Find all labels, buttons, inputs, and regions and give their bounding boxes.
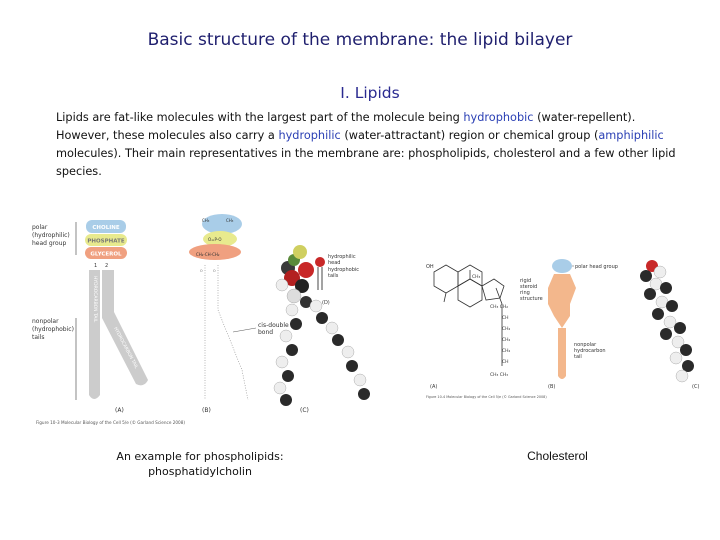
svg-text:CH₃: CH₃: [472, 274, 481, 280]
cholesterol-caption: Cholesterol: [527, 449, 588, 463]
steroid-formula: [433, 264, 505, 366]
nonpolar-label-3: tail: [574, 354, 582, 360]
nonpolar-label-2: (hydrophobic): [32, 326, 74, 333]
steroid-ring-shape: [548, 274, 576, 328]
page-title: Basic structure of the membrane: the lip…: [147, 30, 573, 50]
nonpolar-label-2: hydrocarbon: [574, 348, 606, 354]
panel-a-label: (A): [115, 407, 124, 414]
svg-text:CH₂: CH₂: [502, 326, 511, 332]
figure-right-credit: Figure 10-4 Molecular Biology of the Cel…: [426, 395, 547, 399]
cholesterol-figure: OH CH₃ CH₃ CH₂ CH CH₂ CH₂ CH₂ CH CH₃ CH₃…: [426, 259, 699, 399]
tail-1-label: HYDROCARBON TAIL: [92, 276, 98, 323]
phosphate-box: [85, 234, 127, 246]
rigid-label-1: rigid: [520, 278, 531, 284]
rigid-label-2: steroid: [520, 284, 537, 290]
svg-text:CH₂: CH₂: [502, 348, 511, 354]
para-text-3: (water-attractant) region or chemical gr…: [340, 129, 599, 142]
symbol-head: [315, 257, 325, 267]
right-panel-a-label: (A): [430, 384, 437, 390]
intro-paragraph: Lipids are fat-like molecules with the l…: [56, 109, 686, 181]
tail-2: [102, 270, 148, 386]
svg-text:2: 2: [105, 263, 108, 269]
svg-text:CH: CH: [502, 359, 509, 365]
hydrophilic-head-label-1: hydrophilic: [328, 254, 356, 260]
svg-text:CH₃ CH₃: CH₃ CH₃: [490, 372, 508, 378]
polar-head-label: polar head group: [575, 264, 618, 270]
hydrophobic-tails-label-1: hydrophobic: [328, 267, 359, 273]
glycerol-label: GLYCEROL: [90, 252, 122, 258]
oh-label: OH: [426, 264, 434, 270]
rigid-label-3: ring: [520, 290, 530, 296]
term-hydrophilic: hydrophilic: [278, 129, 341, 142]
hydrophobic-tails-label-2: tails: [328, 273, 339, 279]
hydrophilic-head-label-2: head: [328, 260, 340, 266]
para-text-4: molecules). Their main representatives i…: [56, 147, 676, 178]
polar-head-shape: [552, 259, 572, 273]
polar-label-2: (hydrophilic): [32, 232, 70, 239]
figure-left-credit: Figure 10-3 Molecular Biology of the Cel…: [36, 420, 185, 425]
polar-label-3: head group: [32, 240, 67, 247]
svg-text:CH₃: CH₃: [226, 218, 234, 223]
right-panel-c-label: (C): [692, 384, 699, 390]
cholesterol-space-filling: [640, 260, 694, 383]
choline-label: CHOLINE: [92, 225, 119, 231]
svg-text:CH₂-CH-CH₂: CH₂-CH-CH₂: [196, 252, 220, 257]
nonpolar-label-3: tails: [32, 334, 45, 341]
hydrocarbon-tail-shape: [558, 328, 566, 379]
choline-box: [86, 220, 126, 233]
nonpolar-label-1: nonpolar: [574, 342, 597, 348]
polar-label-1: polar: [32, 224, 48, 231]
svg-text:1: 1: [94, 263, 97, 269]
panel-b-label: (B): [202, 407, 211, 414]
section-heading: I. Lipids: [340, 84, 400, 102]
svg-text:CH₂: CH₂: [502, 337, 511, 343]
tail-1: [89, 270, 100, 399]
svg-text:CH₃ CH₂: CH₃ CH₂: [490, 304, 508, 310]
svg-text:O: O: [213, 269, 216, 273]
phosphate-label: PHOSPHATE: [87, 239, 124, 245]
panel-c-label: (C): [300, 407, 309, 414]
para-text-1: Lipids are fat-like molecules with the l…: [56, 111, 464, 124]
term-hydrophobic: hydrophobic: [463, 111, 534, 124]
rigid-label-4: structure: [520, 296, 543, 302]
panel-d-label: (D): [322, 300, 330, 306]
right-panel-b-label: (B): [548, 384, 555, 390]
term-amphiphilic: amphiphilic: [598, 129, 664, 142]
svg-text:CH: CH: [502, 315, 509, 321]
phospholipid-figure: polar (hydrophilic) head group CHOLINE P…: [32, 214, 370, 425]
space-filling-model: [273, 245, 370, 406]
glycerol-box: [85, 247, 127, 259]
cis-bond-label-2: bond: [258, 329, 273, 336]
nonpolar-label-1: nonpolar: [32, 318, 59, 325]
cis-bond-label-1: cis-double: [258, 322, 289, 329]
phospholipid-caption: An example for phospholipids: phosphatid…: [116, 450, 284, 478]
svg-text:CH₃: CH₃: [202, 218, 210, 223]
svg-text:O: O: [200, 269, 203, 273]
svg-text:O=P-O: O=P-O: [208, 237, 222, 242]
para-text-2: (water-repellent). However, these molecu…: [56, 111, 636, 142]
